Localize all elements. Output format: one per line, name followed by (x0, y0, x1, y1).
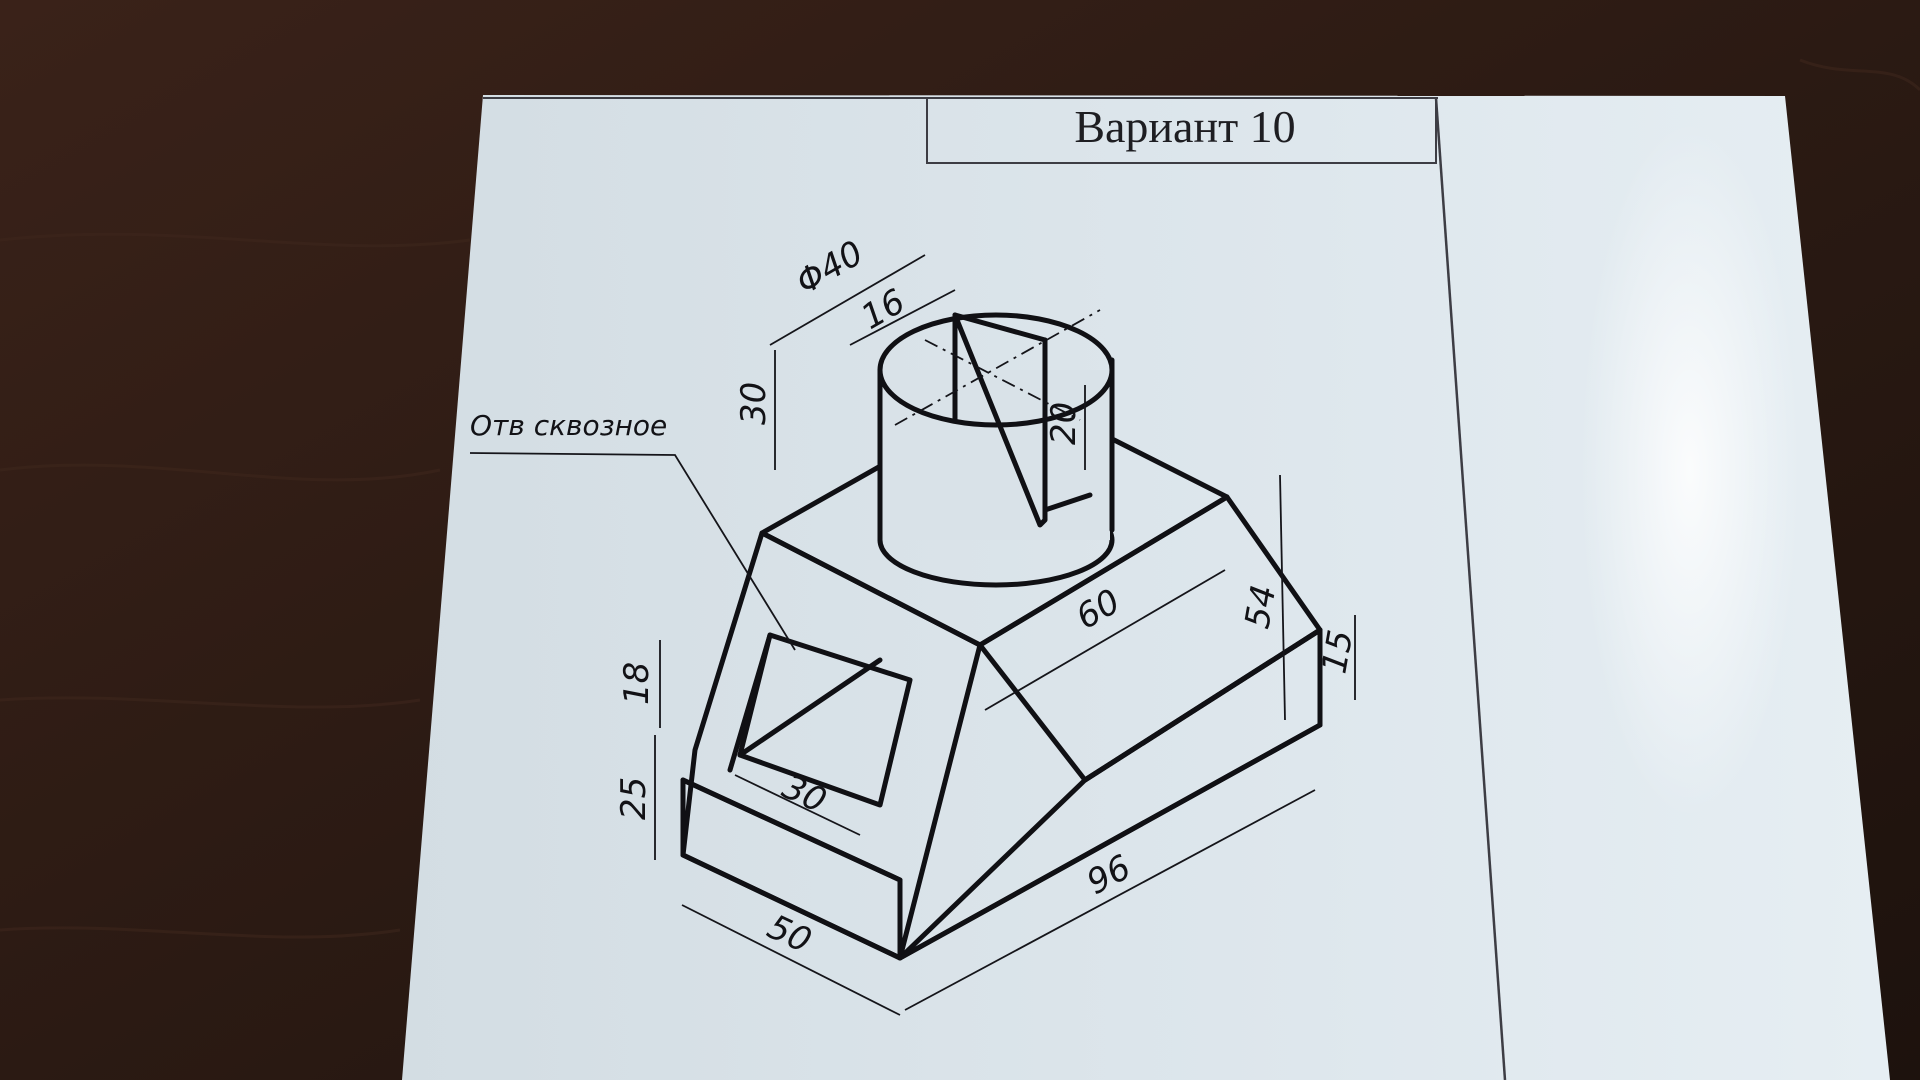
dimline-diameter (769, 254, 926, 346)
dimline-hole-width (734, 774, 861, 836)
wood-grain (0, 58, 1920, 939)
through-hole (737, 632, 913, 808)
slot-edge-3 (1042, 492, 1093, 513)
note-leader (469, 452, 796, 651)
dim-chamfer-height: 15 (1314, 627, 1361, 677)
centre-line-1 (894, 309, 1101, 426)
base-edge-right (1082, 627, 1323, 783)
centre-line-2 (924, 339, 1081, 421)
dimline-total-length (904, 789, 1316, 1011)
cylinder-top (877, 312, 1115, 428)
cylinder-slot (952, 312, 1048, 528)
cylinder-fill (882, 370, 1110, 540)
dim-base-height: 25 (614, 777, 654, 820)
dim-hole-height: 18 (617, 662, 657, 705)
hole-inner-edge-1 (737, 657, 883, 758)
base-edge (680, 777, 903, 883)
dimline-length (984, 569, 1226, 711)
hole-inner-edge-2 (727, 632, 773, 773)
title-text: Вариант 10 (1074, 101, 1295, 152)
dim-total-height: 54 (1237, 582, 1284, 632)
dimline-total-height (1279, 474, 1286, 721)
dimline-slot (849, 289, 956, 346)
light-glare (1580, 120, 1800, 820)
base-edge-bottom (897, 722, 1323, 961)
dim-cylinder-height: 30 (734, 382, 774, 425)
note-through-hole: Отв сквозное (470, 409, 667, 442)
paper-sheet (402, 95, 1890, 1080)
dim-slot-depth: 20 (1044, 402, 1084, 445)
frame-line-right (1434, 97, 1507, 1080)
dimline-width (681, 904, 901, 1016)
title-block (926, 97, 1437, 164)
